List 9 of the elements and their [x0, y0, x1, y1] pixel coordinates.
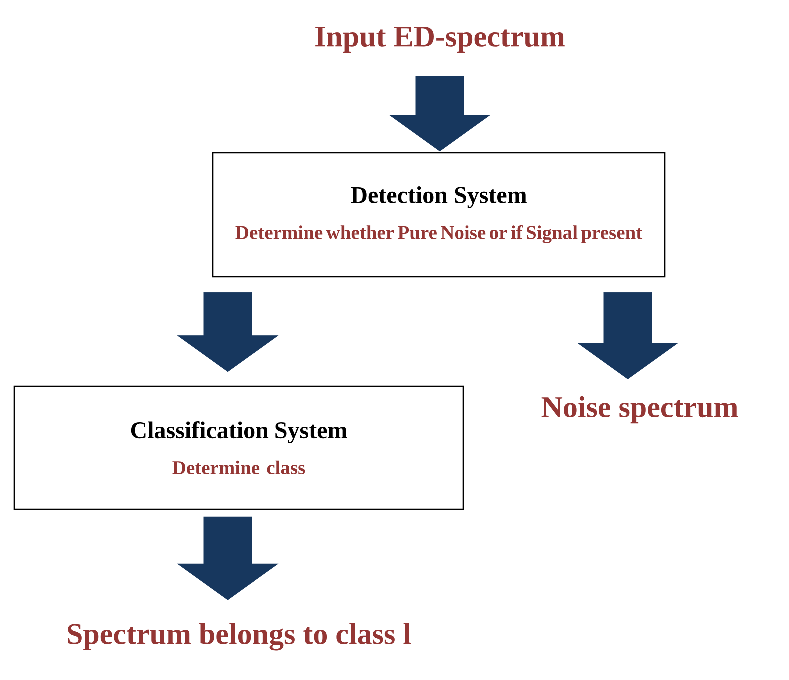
process-box: Detection System Determine whether Pure Noise or if Signal present: [212, 152, 666, 278]
process-box: Classification System Determine class: [14, 386, 464, 510]
io-label: Spectrum belongs to class l: [68, 623, 411, 651]
block-arrow: [390, 76, 490, 152]
block-arrow: [578, 292, 678, 380]
io-label: Noise spectrum: [542, 396, 738, 424]
io-label: Input ED-spectrum: [316, 26, 565, 53]
block-arrow: [178, 292, 278, 372]
block-arrow: [178, 516, 278, 600]
